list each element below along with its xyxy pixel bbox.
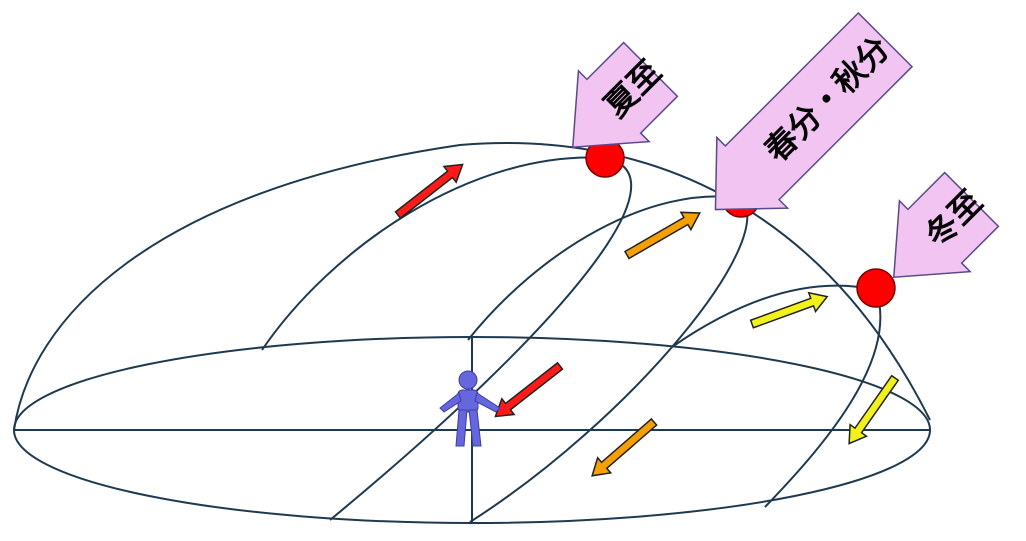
arrow-equinox-rising [623,211,701,260]
callout-equinox: 春分・秋分 [714,11,914,211]
sun-winter-icon [856,268,896,308]
sky-dome-outline [13,142,931,431]
person-icon [439,370,501,447]
arrow-winter-setting [848,374,900,445]
arrow-winter-rising [749,291,829,329]
arrow-equinox-setting [591,417,658,477]
arrow-summer-rising [394,163,464,220]
